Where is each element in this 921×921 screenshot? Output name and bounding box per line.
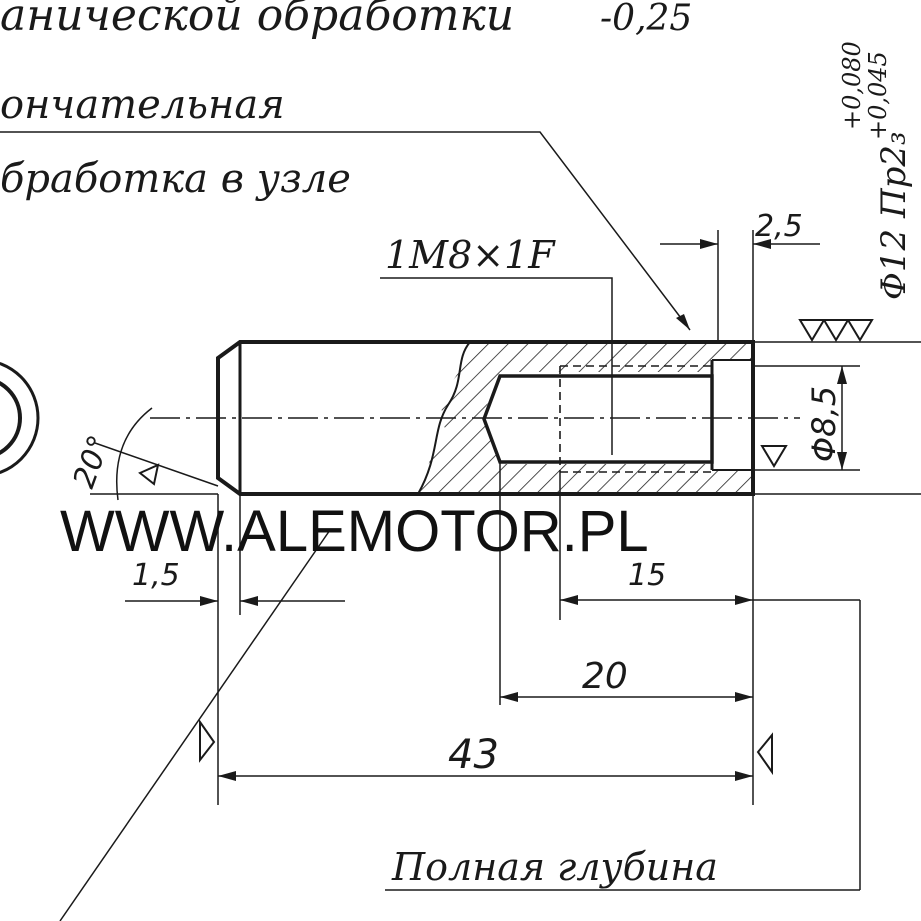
dim-angle: 20° (67, 431, 118, 493)
thread-label: 1М8×1F (385, 233, 556, 277)
end-view-circle (0, 361, 40, 475)
note-machining-tolerance: -0,25 (600, 0, 692, 39)
fit-label: Φ12 Пр2₃ (874, 131, 914, 300)
dim-bore-diameter: Φ8,5 (805, 386, 843, 462)
note-assembly: бработка в узле (0, 156, 351, 202)
dim-chamfer-left: 1,5 (132, 558, 180, 593)
fit-lower-deviation: +0,045 (864, 51, 892, 140)
watermark: WWW.ALEMOTOR.PL (60, 499, 649, 564)
note-machining: анической обработки (0, 0, 514, 41)
fit-annotation: Φ12 Пр2₃ +0,080 +0,045 (838, 41, 914, 300)
arrowheads (200, 239, 847, 781)
note-full-depth: Полная глубина (391, 845, 718, 889)
dim-thread-length: 15 (628, 558, 666, 593)
dim-overall-length: 43 (448, 732, 499, 778)
fit-upper-deviation: +0,080 (838, 41, 866, 130)
surface-finish-symbols (138, 319, 874, 776)
dim-chamfer-right: 2,5 (755, 209, 803, 244)
dim-hole-depth: 20 (582, 656, 628, 697)
dimension-lines (0, 131, 921, 921)
note-final: ончательная (0, 82, 285, 128)
